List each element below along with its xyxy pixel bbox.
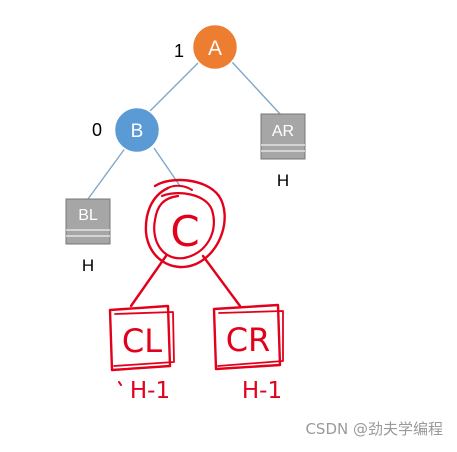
subtree-bl-height: H xyxy=(82,256,94,275)
node-a-circle xyxy=(191,23,239,71)
subtree-cl-label: CL xyxy=(122,322,162,360)
edge-c-cr xyxy=(201,254,242,308)
node-c-scribble-outer xyxy=(144,178,226,269)
subtree-cl-height-tick xyxy=(118,381,122,386)
watermark: CSDN @劲夫学编程 xyxy=(305,420,443,438)
edge-c-cl xyxy=(129,254,168,308)
node-a-label: A xyxy=(208,37,222,60)
subtree-cl-height: H-1 xyxy=(130,378,170,404)
subtree-cr-label: CR xyxy=(226,321,271,359)
node-b-label: B xyxy=(131,121,144,142)
edge-a-ar xyxy=(231,61,282,116)
subtree-ar-label: AR xyxy=(272,123,294,140)
edge-a-b xyxy=(149,62,199,112)
subtree-cl-box-retrace xyxy=(113,311,175,367)
node-b-circle xyxy=(113,106,161,154)
subtree-cr-box xyxy=(212,303,282,371)
node-c-scribble-tail xyxy=(167,184,193,191)
subtree-cr-height: H-1 xyxy=(242,378,282,404)
node-a-balance: 1 xyxy=(174,41,184,61)
node-c-label: C xyxy=(170,207,199,256)
subtree-ar-height: H xyxy=(277,171,289,190)
subtree-bl-label: BL xyxy=(78,207,98,224)
node-c-scribble-inner xyxy=(153,192,215,260)
edge-b-bl xyxy=(87,146,127,200)
subtree-cr-box-retrace xyxy=(217,310,284,367)
subtree-cl-box xyxy=(108,304,172,372)
node-b-balance: 0 xyxy=(92,120,102,140)
